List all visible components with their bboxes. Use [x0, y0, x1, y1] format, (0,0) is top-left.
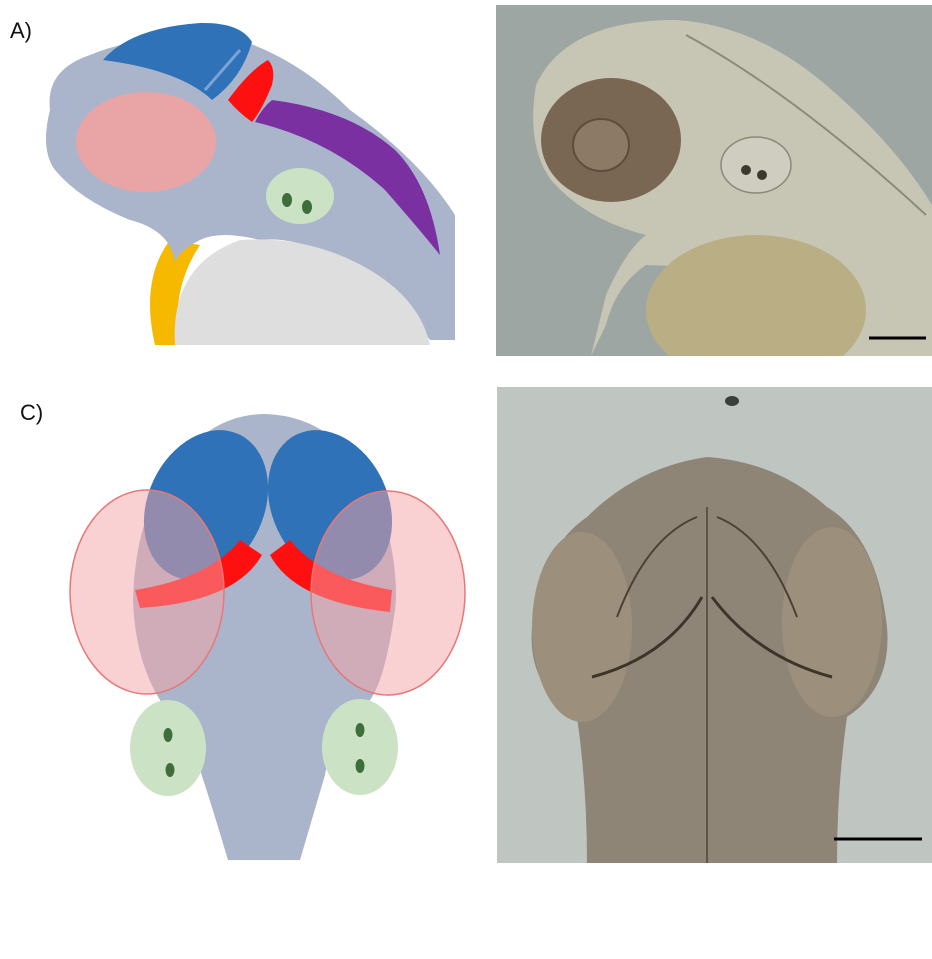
eye-right-photo [782, 527, 882, 717]
otolith-photo [741, 165, 751, 175]
dorsal-micrograph [497, 387, 932, 863]
otolith [282, 193, 292, 207]
panel-c-schematic [0, 380, 480, 880]
otolith [164, 728, 173, 742]
panel-d-micrograph [497, 387, 932, 863]
dust-speck [725, 396, 739, 406]
eye-right [311, 491, 465, 695]
eye-left [70, 490, 224, 694]
lateral-head-diagram [0, 0, 470, 345]
dorsal-head-diagram [0, 380, 480, 880]
otolith [166, 763, 175, 777]
panel-b-micrograph [496, 5, 932, 356]
lateral-micrograph [496, 5, 932, 356]
otolith [356, 759, 365, 773]
eye-shape [76, 92, 216, 192]
otic-vesicle-left [130, 700, 206, 796]
otic-vesicle [266, 168, 334, 224]
panel-a-schematic [0, 0, 470, 345]
otolith-photo [757, 170, 767, 180]
otolith [302, 200, 312, 214]
otic-vesicle-right [322, 699, 398, 795]
eye-lens-photo [573, 119, 629, 171]
otic-vesicle-photo [721, 137, 791, 193]
eye-left-photo [532, 532, 632, 722]
otolith [356, 723, 365, 737]
